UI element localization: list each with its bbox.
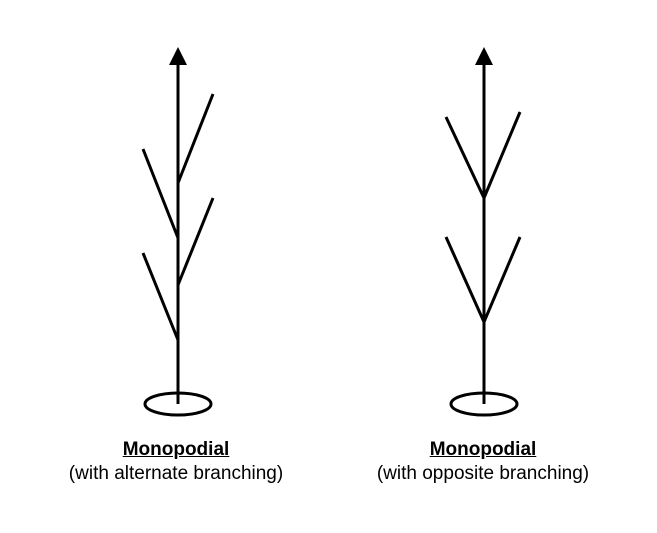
caption-subtitle-opposite: (with opposite branching) xyxy=(376,463,590,484)
caption-subtitle-alternate: (with alternate branching) xyxy=(68,463,284,484)
branch-left-upper xyxy=(141,148,180,239)
branch-pair-upper-right xyxy=(482,111,522,199)
caption-opposite: Monopodial (with opposite branching) xyxy=(333,438,633,486)
branch-right-upper xyxy=(176,93,215,184)
alternate-branching-diagram xyxy=(141,47,215,417)
branch-pair-lower-right xyxy=(482,236,522,323)
caption-title-alternate: Monopodial xyxy=(122,439,230,460)
caption-title-opposite: Monopodial xyxy=(429,439,537,460)
caption-alternate: Monopodial (with alternate branching) xyxy=(26,438,326,486)
branch-pair-lower-left xyxy=(444,236,486,323)
branch-left-lower xyxy=(141,252,180,341)
branch-pair-upper-left xyxy=(444,116,486,199)
branch-right-lower xyxy=(176,197,215,286)
growth-arrowhead-left xyxy=(169,47,187,65)
growth-arrowhead-right xyxy=(475,47,493,65)
opposite-branching-diagram xyxy=(444,47,522,417)
